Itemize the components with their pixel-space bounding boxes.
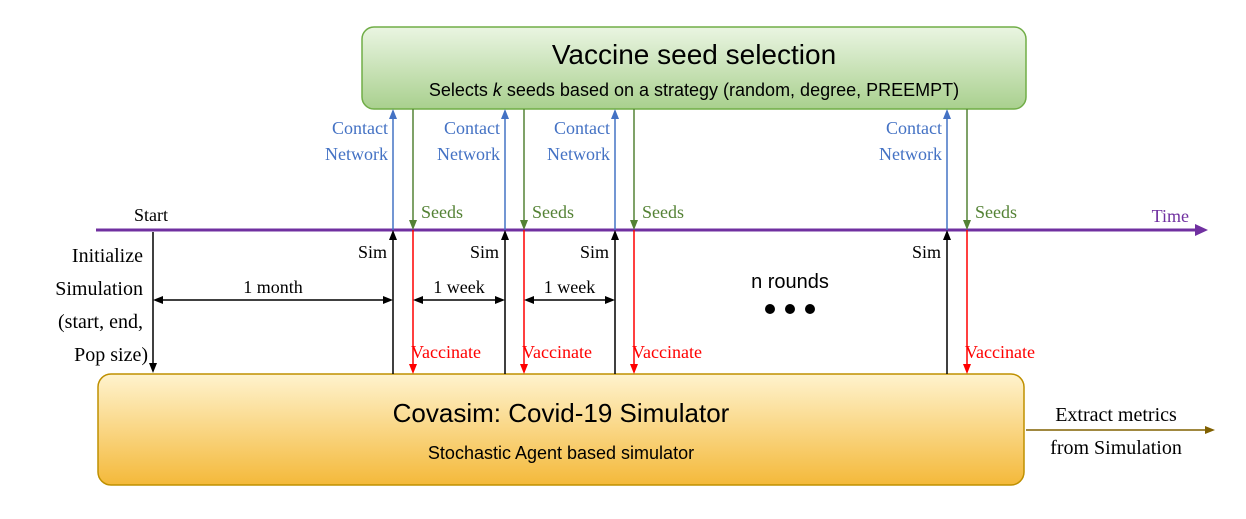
vaccinate-label-3: Vaccinate (632, 342, 702, 362)
initialize-simulation: Initialize Simulation (start, end, Pop s… (55, 232, 157, 373)
one-week-1-label: 1 week (433, 277, 484, 297)
contact-network-label-line2-2: Network (437, 144, 500, 164)
covasim-subtitle: Stochastic Agent based simulator (428, 443, 694, 463)
contact-network-label-line1-1: Contact (332, 118, 388, 138)
one-month-interval: 1 month (153, 277, 393, 304)
sim-arrow-4-head (943, 230, 951, 240)
sim-4: Sim (912, 230, 951, 374)
contact-network-label-line1-4: Contact (886, 118, 942, 138)
vaccine-seed-selection-box-shape (361, 26, 1027, 110)
contact-network-label-line2-1: Network (325, 144, 388, 164)
one-week-1-head-left (413, 296, 423, 304)
initialize-arrowhead (149, 363, 157, 373)
one-week-2-interval: 1 week (524, 277, 615, 304)
contact-network-arrow-1-head (389, 109, 397, 119)
contact-network-label-line1-3: Contact (554, 118, 610, 138)
covasim-title: Covasim: Covid-19 Simulator (393, 398, 730, 428)
sim-arrow-2-head (501, 230, 509, 240)
subtitle-k: k (493, 80, 503, 100)
initialize-text: Initialize Simulation (start, end, Pop s… (55, 245, 148, 366)
vaccine-seed-selection-title: Vaccine seed selection (552, 39, 836, 70)
sim-label-3: Sim (580, 242, 609, 262)
vaccinate-arrow-4-head (963, 364, 971, 374)
initialize-line-2: Simulation (55, 278, 143, 300)
time-label: Time (1152, 206, 1189, 226)
sim-label-4: Sim (912, 242, 941, 262)
sim-1: Sim (358, 230, 397, 374)
vaccinate-arrow-2-head (520, 364, 528, 374)
sim-3: Sim (580, 230, 619, 374)
seeds-arrow-3-head (630, 220, 638, 230)
ellipsis-dot-1 (765, 304, 775, 314)
seeds-arrow-1-head (409, 220, 417, 230)
seeds-arrow-4-head (963, 220, 971, 230)
initialize-line-4: Pop size) (74, 344, 148, 366)
extract-metrics-line-1: Extract metrics (1055, 404, 1177, 426)
extract-metrics: Extract metrics from Simulation (1026, 404, 1215, 459)
timeline: Time Start (96, 205, 1208, 236)
initialize-line-1: Initialize (72, 245, 143, 267)
one-week-1-interval: 1 week (413, 277, 505, 304)
contact-network-label-line1-2: Contact (444, 118, 500, 138)
seeds-label-3: Seeds (642, 202, 684, 222)
initialize-line-3: (start, end, (58, 311, 143, 333)
contact-network-label-line2-4: Network (879, 144, 942, 164)
interval-arrows: 1 month 1 week 1 week (153, 277, 615, 304)
covasim-box-shape (97, 373, 1025, 486)
covasim-box: Covasim: Covid-19 Simulator Stochastic A… (97, 373, 1025, 486)
one-week-2-label: 1 week (544, 277, 595, 297)
ellipsis-dot-3 (805, 304, 815, 314)
vaccinate-label-4: Vaccinate (965, 342, 1035, 362)
one-month-head-right (383, 296, 393, 304)
vaccinate-label-1: Vaccinate (411, 342, 481, 362)
seeds-label-4: Seeds (975, 202, 1017, 222)
vaccine-seed-selection-box: Vaccine seed selection Selects k seeds b… (361, 26, 1027, 110)
sim-arrow-3-head (611, 230, 619, 240)
start-label: Start (134, 205, 168, 225)
n-rounds-indicator: n rounds (751, 271, 829, 314)
one-week-2-head-right (605, 296, 615, 304)
extract-metrics-line-2: from Simulation (1050, 437, 1182, 459)
ellipsis-dot-2 (785, 304, 795, 314)
n-rounds-label: n rounds (751, 271, 829, 293)
contact-network-arrow-4-head (943, 109, 951, 119)
subtitle-post: seeds based on a strategy (random, degre… (502, 80, 959, 100)
contact-network-arrow-3-head (611, 109, 619, 119)
simulation-rounds: ContactNetworkSeedsVaccinateContactNetwo… (325, 109, 1035, 374)
one-month-label: 1 month (243, 277, 303, 297)
one-week-2-head-left (524, 296, 534, 304)
sim-label-1: Sim (358, 242, 387, 262)
vaccinate-arrow-1-head (409, 364, 417, 374)
seeds-label-1: Seeds (421, 202, 463, 222)
one-week-1-head-right (495, 296, 505, 304)
seeds-arrow-2-head (520, 220, 528, 230)
sim-2: Sim (470, 230, 509, 374)
vaccinate-label-2: Vaccinate (522, 342, 592, 362)
contact-network-label-line2-3: Network (547, 144, 610, 164)
sim-arrow-1-head (389, 230, 397, 240)
one-month-head-left (153, 296, 163, 304)
vaccine-seed-selection-subtitle: Selects k seeds based on a strategy (ran… (429, 80, 959, 100)
extract-arrowhead (1205, 426, 1215, 434)
vaccinate-arrow-3-head (630, 364, 638, 374)
sim-label-2: Sim (470, 242, 499, 262)
contact-network-arrow-2-head (501, 109, 509, 119)
timeline-arrowhead (1195, 224, 1208, 236)
seeds-label-2: Seeds (532, 202, 574, 222)
subtitle-pre: Selects (429, 80, 493, 100)
